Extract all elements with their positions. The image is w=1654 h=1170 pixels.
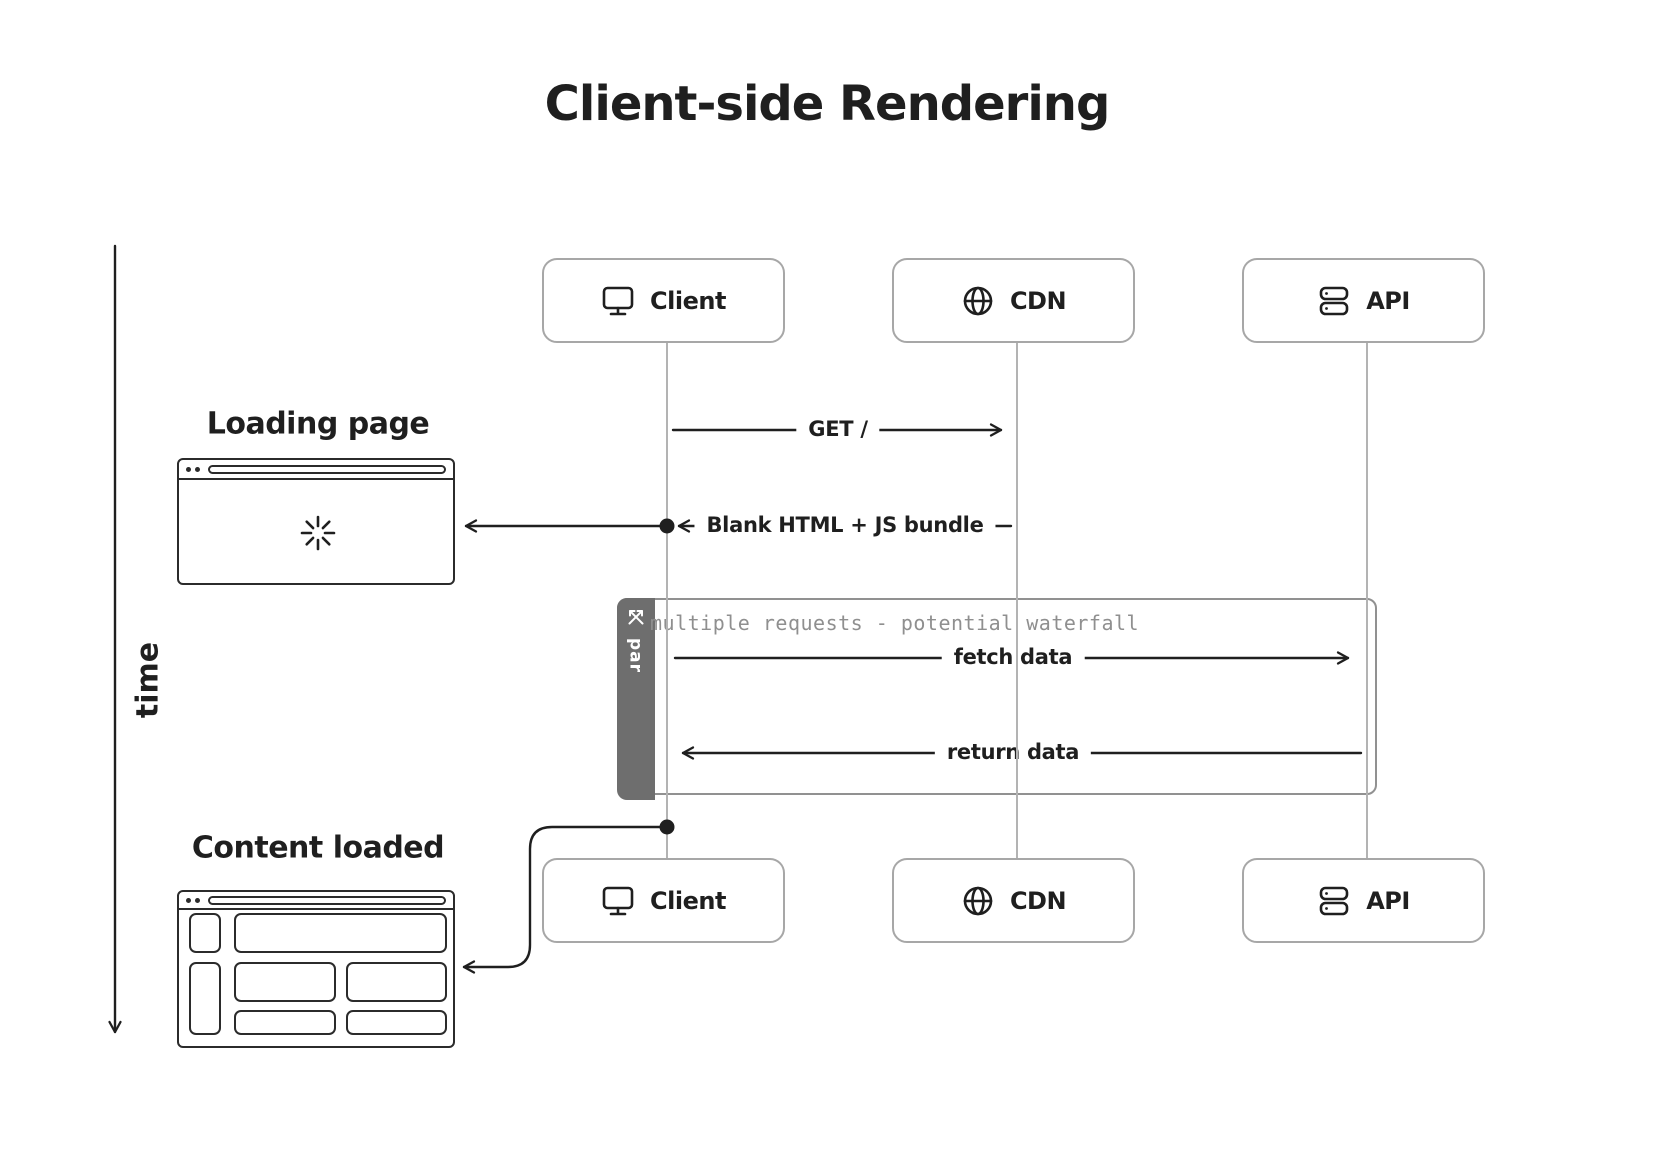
sync-dot-blank-html [659, 518, 675, 534]
actor-box-cdn-top: CDN [892, 258, 1135, 343]
globe-icon [963, 886, 993, 915]
content-block [234, 962, 336, 1002]
actor-label-api: API [1366, 286, 1410, 315]
window-control-dot [195, 466, 200, 472]
par-label: par [625, 637, 646, 673]
actor-box-api-top: API [1242, 258, 1485, 343]
address-bar [208, 464, 446, 474]
monitor-icon [602, 886, 634, 915]
actor-label-client: Client [650, 886, 726, 915]
actor-box-client-bottom: Client [542, 858, 785, 943]
content-block [234, 1010, 336, 1035]
content-block [346, 962, 447, 1002]
server-icon [1319, 286, 1349, 315]
actor-label-cdn: CDN [1009, 886, 1067, 915]
sidebar-block [189, 962, 221, 1035]
actor-label-cdn: CDN [1009, 286, 1067, 315]
loaded-page-content [179, 910, 453, 1044]
sidebar-block [189, 913, 221, 953]
content-block [346, 1010, 447, 1035]
blank-page-content [179, 480, 453, 583]
address-bar [208, 895, 446, 905]
content-browser-window [177, 890, 455, 1048]
message-label-fetch-data: fetch data [941, 643, 1085, 671]
par-note-label: multiple requests - potential waterfall [650, 611, 1140, 635]
globe-icon [963, 286, 993, 315]
loading-browser-window [177, 458, 455, 585]
browser-title-bar [179, 460, 453, 480]
server-icon [1319, 886, 1349, 915]
window-control-dot [186, 897, 191, 903]
message-label-get-root: GET / [796, 415, 880, 443]
window-control-dot [195, 897, 200, 903]
loading-page-label: Loading page [206, 406, 430, 442]
time-axis-label: time [130, 641, 166, 719]
actor-label-client: Client [650, 286, 726, 315]
browser-title-bar [179, 892, 453, 910]
actor-box-client-top: Client [542, 258, 785, 343]
sync-dot-content-ready [659, 819, 675, 835]
actor-label-api: API [1366, 886, 1410, 915]
actor-box-api-bottom: API [1242, 858, 1485, 943]
crossed-arrows-icon [628, 609, 643, 624]
monitor-icon [602, 286, 634, 315]
hero-block [234, 913, 447, 953]
message-label-return-data: return data [934, 738, 1092, 766]
message-label-blank-html: Blank HTML + JS bundle [694, 511, 996, 539]
par-tab: par [616, 597, 655, 800]
actor-box-cdn-bottom: CDN [892, 858, 1135, 943]
par-block: par [616, 597, 1377, 800]
window-control-dot [186, 466, 191, 472]
diagram-title: Client-side Rendering [544, 76, 1111, 132]
content-loaded-label: Content loaded [191, 830, 445, 866]
